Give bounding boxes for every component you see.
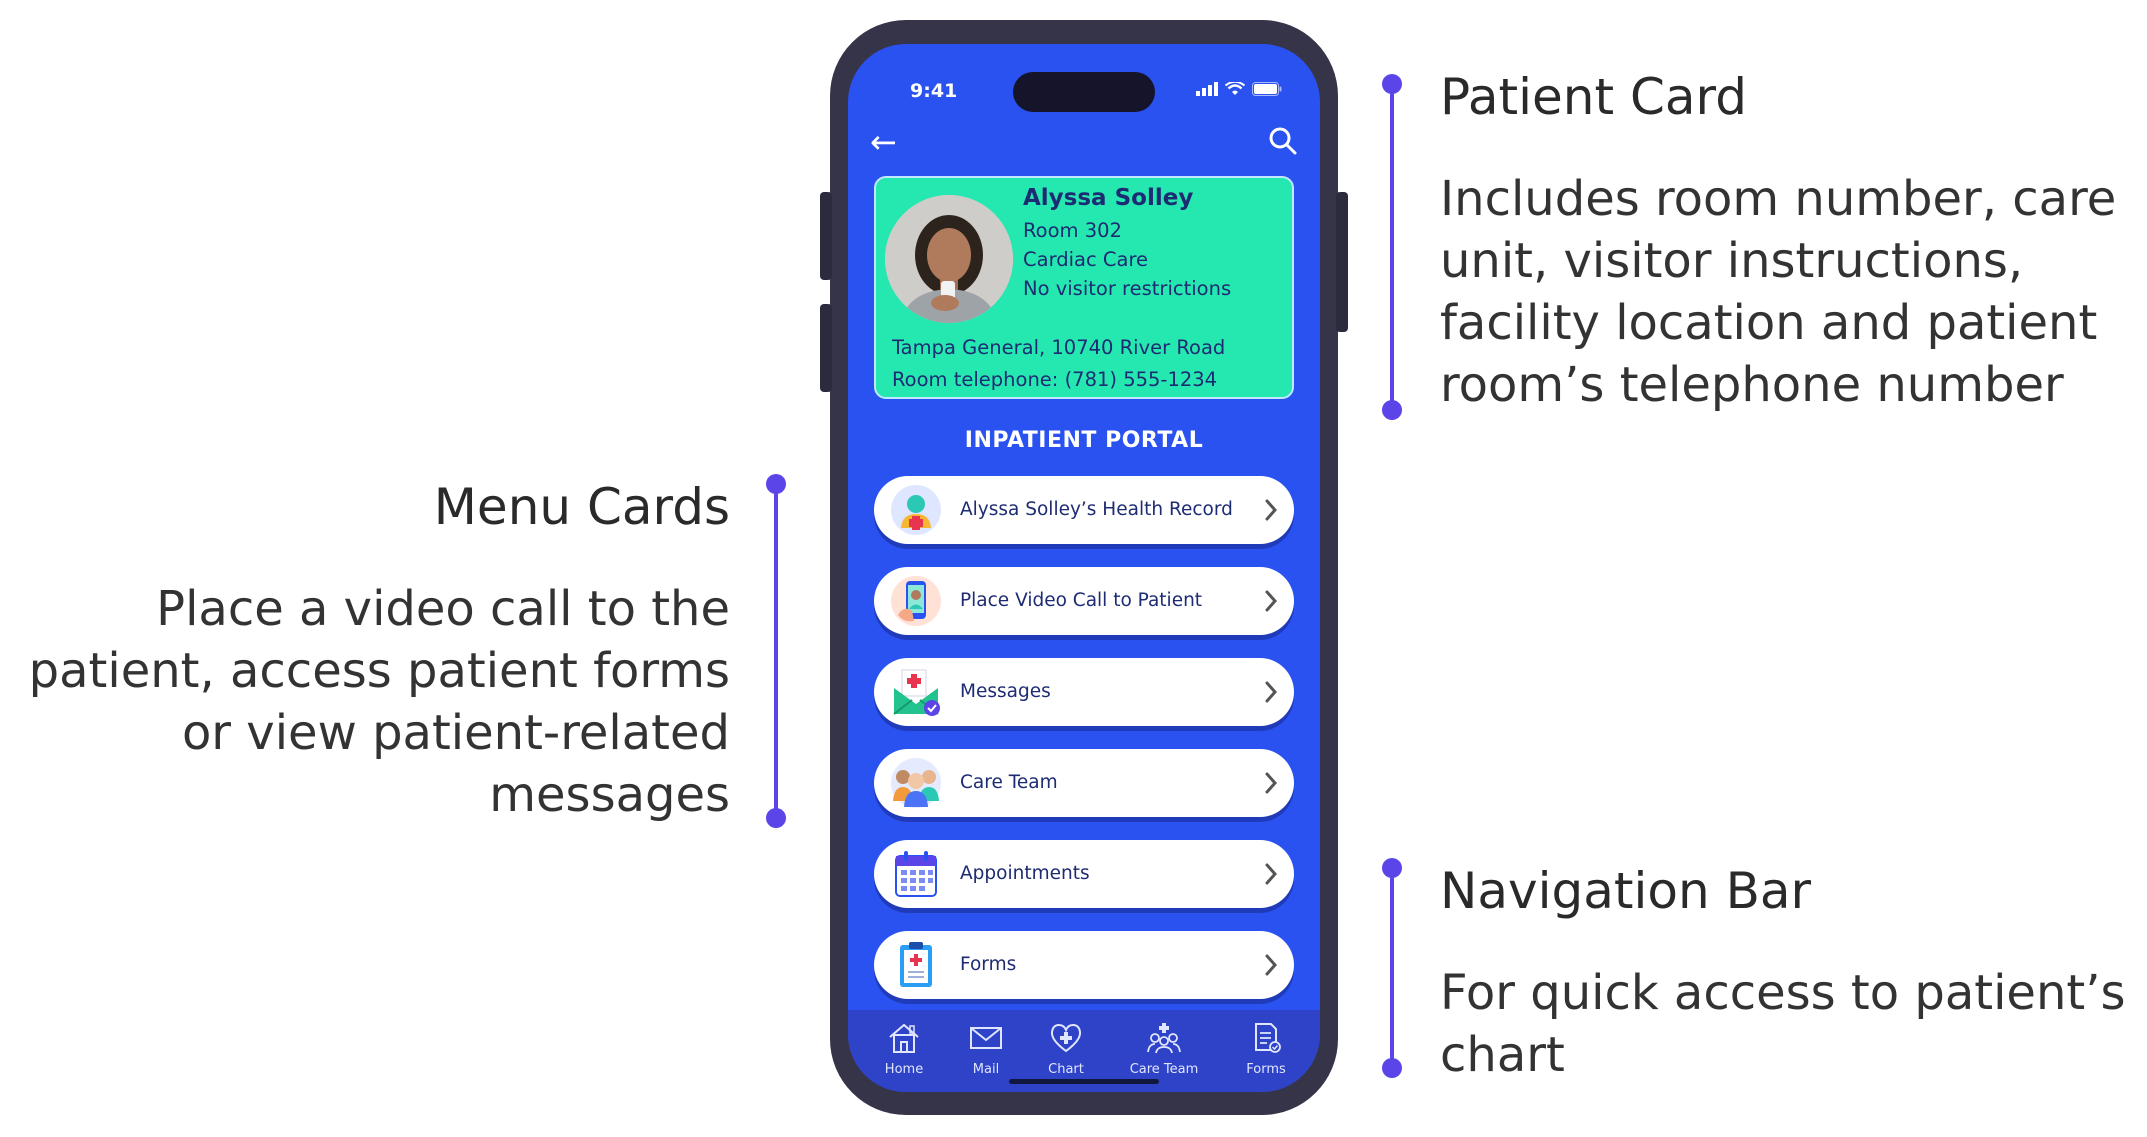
nav-item-mail[interactable]: Mail — [946, 1022, 1026, 1077]
messages-icon — [893, 669, 940, 716]
nav-label: Mail — [972, 1062, 1000, 1077]
patient-avatar — [885, 195, 1013, 323]
forms-icon — [900, 942, 932, 987]
patient-card-callout-line — [1390, 84, 1394, 410]
chevron-right-icon — [1265, 499, 1278, 521]
callout-dot — [766, 808, 786, 828]
chart-heart-icon — [1050, 1023, 1082, 1053]
menu-item-appointments[interactable]: Appointments — [874, 840, 1294, 908]
menu-item-label: Appointments — [960, 863, 1090, 884]
signal-icon — [1196, 82, 1218, 96]
callout-dot — [1382, 1058, 1402, 1078]
navigation-bar-callout: Navigation Bar For quick access to patie… — [1440, 866, 2140, 1086]
power-button — [1336, 192, 1348, 332]
patient-card[interactable]: Alyssa Solley Room 302 Cardiac Care No v… — [874, 176, 1294, 399]
callout-dot — [1382, 400, 1402, 420]
side-button — [820, 192, 832, 280]
nav-label: Home — [884, 1062, 924, 1077]
nav-item-chart[interactable]: Chart — [1026, 1022, 1106, 1077]
facility-location: Tampa General, 10740 River Road — [892, 336, 1226, 359]
callout-dot — [1382, 858, 1402, 878]
menu-item-label: Place Video Call to Patient — [960, 590, 1203, 611]
menu-cards-callout-line — [774, 484, 778, 818]
phone-screen: 9:41 ← — [848, 44, 1320, 1092]
callout-title: Navigation Bar — [1440, 862, 1812, 920]
callout-description: Place a video call to the patient, acces… — [28, 581, 730, 823]
wifi-icon — [1225, 82, 1245, 95]
room-telephone: Room telephone: (781) 555-1234 — [892, 368, 1218, 391]
menu-item-label: Alyssa Solley’s Health Record — [960, 499, 1233, 520]
nav-label: Forms — [1246, 1062, 1286, 1077]
callout-dot — [766, 474, 786, 494]
menu-cards-callout: Menu Cards Place a video call to the pat… — [20, 482, 730, 826]
status-time: 9:41 — [910, 80, 958, 102]
patient-card-callout: Patient Card Includes room number, care … — [1440, 72, 2140, 416]
menu-item-label: Care Team — [960, 772, 1058, 793]
health-record-icon — [891, 485, 941, 535]
video-call-icon — [891, 576, 941, 626]
phone-mockup: 9:41 ← — [820, 20, 1348, 1115]
care-team-icon — [891, 758, 941, 808]
patient-name: Alyssa Solley — [1023, 185, 1194, 211]
menu-item-forms[interactable]: Forms — [874, 931, 1294, 999]
nav-item-care-team[interactable]: Care Team — [1124, 1022, 1204, 1077]
patient-room: Room 302 — [1023, 219, 1122, 242]
chevron-right-icon — [1265, 954, 1278, 976]
callout-description: For quick access to patient’s chart — [1440, 965, 2126, 1083]
callout-description: Includes room number, care unit, visitor… — [1440, 171, 2117, 413]
nav-label: Chart — [1048, 1062, 1084, 1077]
forms-icon — [1255, 1023, 1281, 1053]
search-icon[interactable] — [1268, 126, 1298, 156]
menu-item-messages[interactable]: Messages — [874, 658, 1294, 726]
chevron-right-icon — [1265, 863, 1278, 885]
menu-item-health-record[interactable]: Alyssa Solley’s Health Record — [874, 476, 1294, 544]
home-indicator[interactable] — [1009, 1079, 1159, 1084]
menu-item-care-team[interactable]: Care Team — [874, 749, 1294, 817]
chevron-right-icon — [1265, 590, 1278, 612]
status-icons — [1196, 82, 1282, 96]
dynamic-island — [1013, 72, 1155, 112]
nav-item-home[interactable]: Home — [864, 1022, 944, 1077]
patient-care-unit: Cardiac Care — [1023, 248, 1149, 271]
back-arrow-icon[interactable]: ← — [870, 123, 897, 161]
menu-item-label: Forms — [960, 954, 1017, 975]
nav-item-forms[interactable]: Forms — [1226, 1022, 1306, 1077]
nav-label: Care Team — [1129, 1062, 1199, 1077]
mail-icon — [970, 1027, 1002, 1049]
home-icon — [889, 1023, 919, 1053]
menu-item-video-call[interactable]: Place Video Call to Patient — [874, 567, 1294, 635]
callout-title: Menu Cards — [433, 478, 730, 536]
chevron-right-icon — [1265, 681, 1278, 703]
menu-item-label: Messages — [960, 681, 1051, 702]
battery-icon — [1252, 82, 1282, 96]
navigation-bar-callout-line — [1390, 868, 1394, 1068]
appointments-icon — [895, 851, 937, 897]
side-button — [820, 304, 832, 392]
care-team-icon — [1147, 1023, 1181, 1054]
callout-dot — [1382, 74, 1402, 94]
navigation-bar: Home Mail Chart — [848, 1010, 1320, 1092]
callout-title: Patient Card — [1440, 68, 1747, 126]
patient-visitor-restrictions: No visitor restrictions — [1023, 277, 1232, 300]
portal-title: INPATIENT PORTAL — [964, 428, 1204, 453]
chevron-right-icon — [1265, 772, 1278, 794]
